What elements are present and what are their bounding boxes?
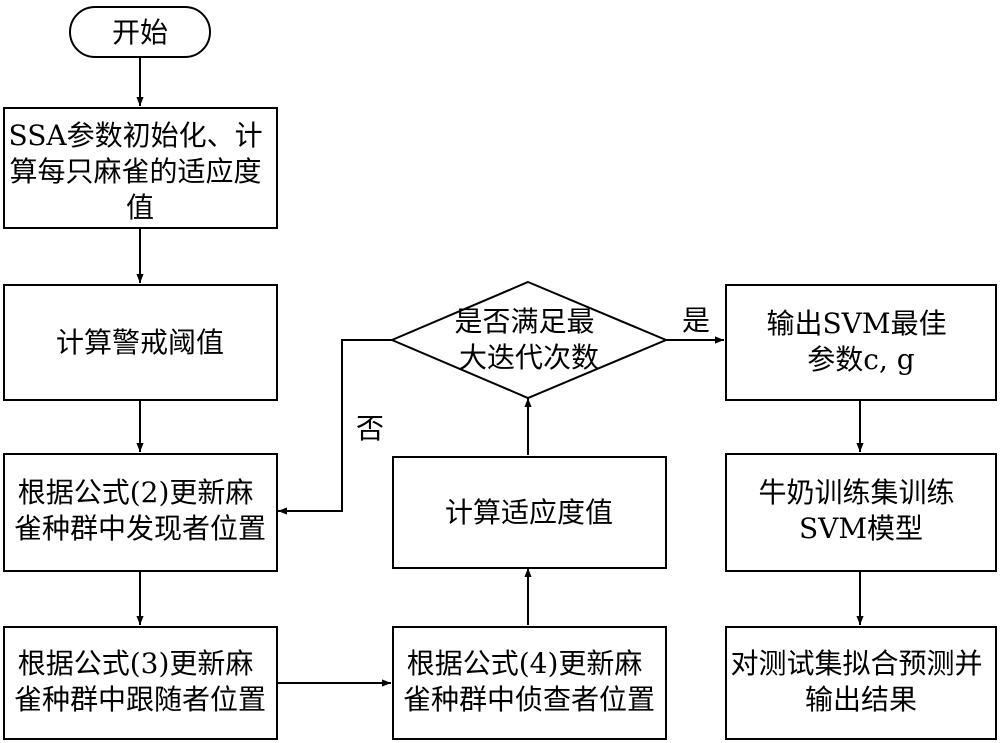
train-label-line: SVM模型 [799, 512, 923, 545]
node-update-scout: 根据公式(4)更新麻 雀种群中侦查者位置 [392, 626, 667, 740]
node-update-follower: 根据公式(3)更新麻 雀种群中跟随者位置 [3, 626, 278, 740]
follower-label-line: 雀种群中跟随者位置 [14, 683, 266, 716]
node-output-params: 输出SVM最佳 参数c, g [725, 284, 997, 401]
follower-label-line: 根据公式(3)更新麻 [18, 647, 254, 680]
node-fitness: 计算适应度值 [392, 456, 667, 569]
scout-label: 根据公式(4)更新麻 雀种群中侦查者位置 [403, 647, 655, 716]
threshold-label: 计算警戒阈值 [56, 326, 224, 359]
start-label-line: 开始 [112, 16, 168, 49]
output-params-label: 输出SVM最佳 参数c, g [767, 307, 956, 376]
start-label: 开始 [112, 16, 168, 49]
predict-label-line: 输出结果 [805, 683, 917, 716]
node-threshold: 计算警戒阈值 [3, 284, 278, 401]
start-terminal-shape [69, 6, 211, 58]
discoverer-label: 根据公式(2)更新麻 雀种群中发现者位置 [14, 476, 266, 545]
train-process-shape [725, 453, 997, 572]
init-process-shape [3, 107, 278, 229]
output-params-label-line: 参数c, g [807, 343, 914, 376]
decision-label-line: 大迭代次数 [459, 341, 599, 374]
predict-process-shape [725, 626, 997, 740]
node-predict: 对测试集拟合预测并 输出结果 [725, 626, 997, 740]
decision-label: 是否满足最 大迭代次数 [455, 305, 604, 374]
decision-diamond-shape [389, 280, 669, 400]
output-params-process-shape [725, 284, 997, 401]
fitness-process-shape [392, 456, 667, 569]
node-update-discoverer: 根据公式(2)更新麻 雀种群中发现者位置 [3, 453, 278, 572]
edges [136, 57, 864, 687]
init-label-line: SSA参数初始化、计 [9, 119, 263, 152]
train-label-line: 牛奶训练集训练 [759, 476, 955, 509]
node-train: 牛奶训练集训练 SVM模型 [725, 453, 997, 572]
decision-label-line: 是否满足最 [455, 305, 595, 338]
node-init: SSA参数初始化、计 算每只麻雀的适应度 值 [3, 107, 278, 229]
fitness-label: 计算适应度值 [445, 496, 613, 529]
edge-decision-no-loop [278, 339, 392, 515]
scout-label-line: 根据公式(4)更新麻 [407, 647, 643, 680]
fitness-label-line: 计算适应度值 [445, 496, 613, 529]
init-label-line: 值 [126, 191, 154, 224]
edge-label-no: 否 [356, 412, 384, 445]
train-label: 牛奶训练集训练 SVM模型 [759, 476, 964, 545]
threshold-process-shape [3, 284, 278, 401]
follower-process-shape [3, 626, 278, 740]
predict-label-line: 对测试集拟合预测并 [731, 647, 983, 680]
init-label: SSA参数初始化、计 算每只麻雀的适应度 值 [9, 119, 272, 224]
init-label-line: 算每只麻雀的适应度 [10, 155, 262, 188]
node-decision: 是否满足最 大迭代次数 [389, 280, 669, 400]
node-start: 开始 [69, 6, 211, 58]
scout-process-shape [392, 626, 667, 740]
threshold-label-line: 计算警戒阈值 [56, 326, 224, 359]
discoverer-label-line: 根据公式(2)更新麻 [18, 476, 254, 509]
edge-label-yes: 是 [682, 304, 710, 337]
discoverer-process-shape [3, 453, 278, 572]
scout-label-line: 雀种群中侦查者位置 [403, 683, 655, 716]
follower-label: 根据公式(3)更新麻 雀种群中跟随者位置 [14, 647, 266, 716]
predict-label: 对测试集拟合预测并 输出结果 [731, 647, 992, 716]
discoverer-label-line: 雀种群中发现者位置 [14, 512, 266, 545]
output-params-label-line: 输出SVM最佳 [767, 307, 947, 340]
